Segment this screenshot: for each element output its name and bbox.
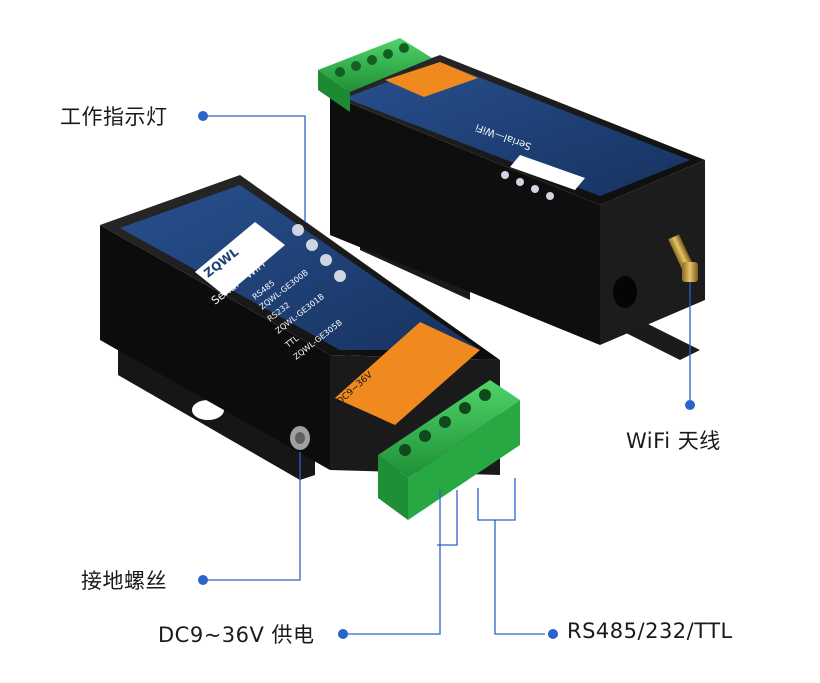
callout-antenna-label: WiFi 天线 — [626, 429, 721, 453]
back-orange-strip — [385, 62, 478, 97]
back-device: Serial—WiFi — [318, 38, 705, 360]
antenna-icon — [668, 234, 698, 282]
front-leds — [292, 224, 346, 282]
back-body-side — [330, 95, 600, 345]
callout-dot-indicator — [198, 111, 208, 121]
callout-line-power — [345, 490, 441, 635]
front-terminal-block — [378, 380, 520, 478]
callout-line-interfaces-bridge — [495, 478, 516, 521]
callout-line-power-bridge — [437, 490, 458, 546]
ground-screw-icon — [290, 426, 310, 450]
front-logo-badge — [195, 222, 285, 296]
callout-interfaces-label: RS485/232/TTL — [567, 619, 733, 643]
front-label-panel — [120, 185, 480, 350]
callout-dot-grounding — [198, 575, 208, 585]
callout-dot-power — [338, 629, 348, 639]
callout-dot-antenna — [685, 400, 695, 410]
front-body-side — [100, 225, 330, 470]
back-label-panel — [345, 62, 690, 196]
callout-line-grounding — [205, 452, 301, 581]
back-end-port — [613, 276, 637, 308]
front-device: DC9~36V ZQWL Serial—WiFi RS485 ZQWL-GE30… — [100, 175, 520, 520]
terminal-screws — [399, 389, 491, 456]
callout-lines — [205, 115, 691, 635]
callout-dot-interfaces — [548, 629, 558, 639]
front-orange-label — [335, 322, 480, 425]
back-logo-badge — [510, 155, 585, 190]
callout-indicator-label: 工作指示灯 — [60, 105, 168, 129]
callout-power-label: DC9~36V 供电 — [158, 623, 315, 647]
callout-line-interfaces — [477, 488, 545, 635]
back-leds — [501, 171, 554, 200]
callout-grounding-label: 接地螺丝 — [81, 569, 167, 593]
callout-line-indicator — [205, 115, 306, 222]
